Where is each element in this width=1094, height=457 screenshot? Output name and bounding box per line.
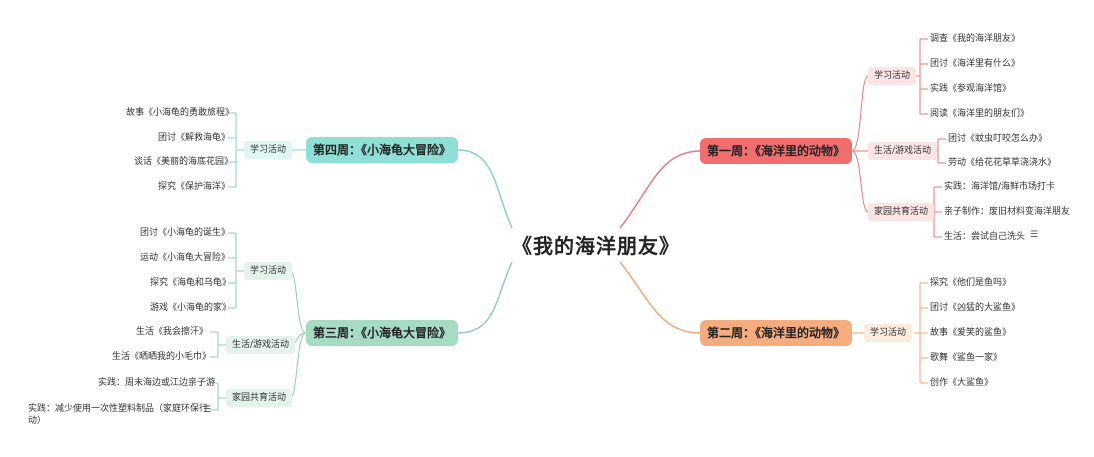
- w3-home-item-continued: 动）: [28, 416, 47, 426]
- connector-w4-learning-leaves: [228, 112, 244, 188]
- w3-learning-item[interactable]: 运动《小海龟大冒险》: [140, 253, 231, 263]
- w2-learning-item[interactable]: 创作《大鲨鱼》: [930, 378, 994, 388]
- week4-topic[interactable]: 第四周：《小海龟大冒险》: [306, 137, 458, 163]
- w2-learning-item[interactable]: 团讨《凶猛的大鲨鱼》: [930, 303, 1021, 313]
- w3-home-item[interactable]: 实践：周末海边或江边亲子游: [98, 378, 216, 388]
- w1-life-item[interactable]: 劳动《给花花草草浇浇水》: [948, 158, 1057, 168]
- w2-learning-item[interactable]: 故事《爱笑的鲨鱼》: [930, 328, 1012, 338]
- w4-learning-item[interactable]: 故事《小海龟的勇敢旅程》: [126, 108, 235, 118]
- week2-topic[interactable]: 第二周：《海洋里的动物》: [700, 320, 852, 346]
- connector-center-w2: [619, 261, 701, 334]
- w1-learning-item[interactable]: 阅读《海洋里的朋友们》: [930, 109, 1030, 119]
- w4-learning-item[interactable]: 团讨《解救海龟》: [158, 133, 231, 143]
- w2-learning-item[interactable]: 探究《他们是鱼吗》: [930, 278, 1012, 288]
- week1-topic[interactable]: 第一周：《海洋里的动物》: [700, 138, 852, 164]
- notes-icon[interactable]: ☰: [203, 405, 212, 415]
- w1-learning-category[interactable]: 学习活动: [868, 67, 917, 85]
- w1-learning-item[interactable]: 团讨《海洋里有什么》: [930, 59, 1021, 69]
- w3-learning-category[interactable]: 学习活动: [244, 262, 293, 280]
- w1-home-item[interactable]: 生活：尝试自己洗头: [944, 232, 1026, 242]
- w1-home-item[interactable]: 亲子制作：废旧材料变海洋朋友: [944, 207, 1071, 217]
- connector-w3-learning-leaves: [228, 232, 244, 309]
- connector-w3-home: [289, 332, 307, 399]
- connector-w2-learning-leaves: [914, 282, 928, 384]
- notes-icon[interactable]: ☰: [1030, 230, 1039, 240]
- w3-life-category[interactable]: 生活/游戏活动: [226, 336, 296, 354]
- connector-w3-home-leaves: [210, 382, 226, 411]
- connector-w1-learning: [851, 75, 869, 152]
- central-topic[interactable]: 《我的海洋朋友》: [512, 234, 680, 258]
- connector-w1-home: [851, 150, 869, 213]
- connector-w3-learning: [289, 270, 307, 334]
- w3-life-item[interactable]: 生活《晒晒我的小毛巾》: [112, 352, 212, 362]
- w3-learning-item[interactable]: 探究《海龟和乌龟》: [150, 278, 232, 288]
- w1-learning-item[interactable]: 调查《我的海洋朋友》: [930, 34, 1021, 44]
- connector-center-w1: [619, 150, 701, 229]
- w3-learning-item[interactable]: 团讨《小海龟的诞生》: [140, 228, 231, 238]
- w4-learning-item[interactable]: 探究《保护海洋》: [158, 182, 231, 192]
- w3-home-item[interactable]: 实践：减少使用一次性塑料制品（家庭环保行: [28, 404, 209, 414]
- w3-learning-item[interactable]: 游戏《小海龟的家》: [150, 303, 232, 313]
- connector-w3-life-leaves: [210, 331, 226, 358]
- w1-life-category[interactable]: 生活/游戏活动: [868, 142, 938, 160]
- connector-center-w3: [457, 261, 513, 334]
- w1-home-item[interactable]: 实践：海洋馆/海鲜市场打卡: [944, 182, 1056, 192]
- w4-learning-item[interactable]: 谈话《美丽的海底花园》: [134, 157, 234, 167]
- w4-learning-category[interactable]: 学习活动: [244, 141, 293, 159]
- w1-home-category[interactable]: 家园共育活动: [868, 203, 935, 221]
- w3-life-item[interactable]: 生活《我会擦汗》: [136, 327, 209, 337]
- w2-learning-category[interactable]: 学习活动: [864, 324, 913, 342]
- connector-center-w4: [457, 149, 513, 229]
- w3-home-category[interactable]: 家园共育活动: [226, 389, 293, 407]
- w1-life-item[interactable]: 团讨《蚊虫叮咬怎么办》: [948, 134, 1048, 144]
- week3-topic[interactable]: 第三周：《小海龟大冒险》: [306, 320, 458, 346]
- w2-learning-item[interactable]: 歌舞《鲨鱼一家》: [930, 353, 1003, 363]
- w1-learning-item[interactable]: 实践《参观海洋馆》: [930, 84, 1012, 94]
